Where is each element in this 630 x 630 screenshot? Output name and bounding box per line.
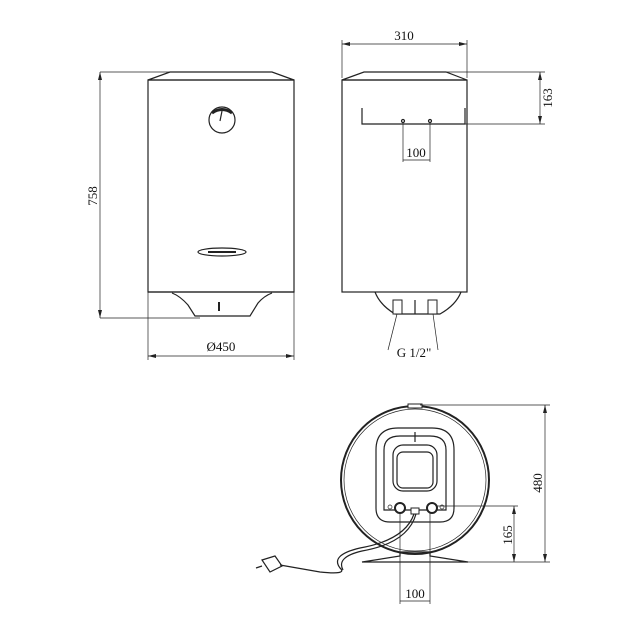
height-dimension-758: 758 bbox=[85, 186, 100, 206]
width-dimension-310: 310 bbox=[394, 28, 414, 43]
pipe-spacing-dimension: 100 bbox=[405, 586, 425, 601]
heater-body-side bbox=[341, 79, 468, 293]
front-view: 758 Ø450 bbox=[85, 71, 295, 360]
bottom-tray bbox=[148, 291, 294, 317]
power-plug bbox=[261, 555, 283, 573]
thread-size-label: G 1/2" bbox=[397, 345, 432, 360]
side-view: 310 163 100 G 1/2" bbox=[341, 28, 555, 360]
top-cap bbox=[147, 71, 295, 81]
bottom-view: 480 165 100 bbox=[255, 403, 550, 604]
wall-bracket bbox=[361, 108, 466, 125]
bracket-spacing-dimension: 100 bbox=[406, 145, 426, 160]
power-cable bbox=[279, 513, 415, 574]
thermometer-dial bbox=[208, 106, 236, 134]
diameter-dimension: Ø450 bbox=[207, 339, 236, 354]
brand-logo-plate bbox=[197, 247, 247, 257]
outlet-pipe bbox=[426, 502, 438, 514]
inlet-pipe bbox=[394, 502, 406, 514]
bottom-height-dimension: 480 bbox=[530, 473, 545, 493]
heater-body bbox=[147, 79, 295, 293]
pipe-height-dimension: 165 bbox=[500, 525, 515, 545]
bracket-height-dimension: 163 bbox=[540, 88, 555, 108]
